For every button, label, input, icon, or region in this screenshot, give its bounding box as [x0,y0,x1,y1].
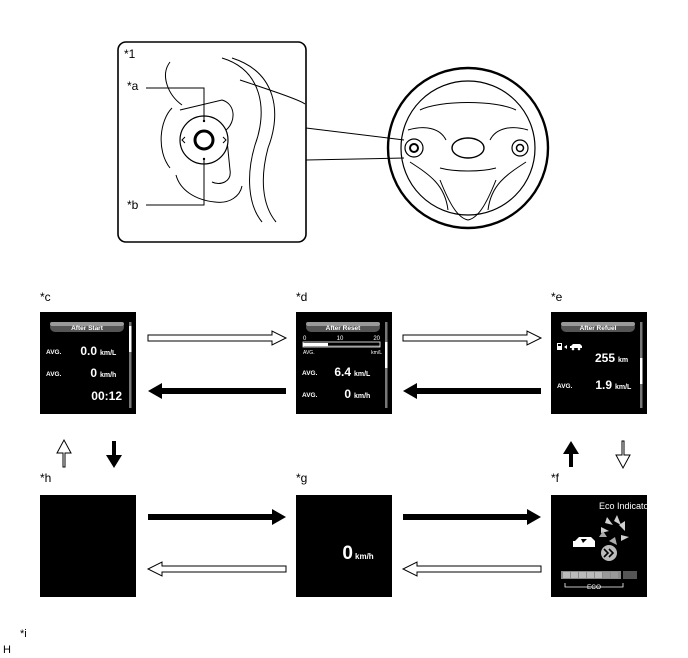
arrow-g-to-f [403,509,541,525]
arrow-f-to-e [563,441,579,467]
row1-value: 0.0 [80,344,97,358]
screen-blank [40,495,136,597]
range-value: 255 [595,351,615,365]
screen-eco-indicator: Eco Indicator ECO [551,495,647,597]
speed-unit: km/h [355,552,374,561]
screen-title: After Reset [326,325,362,332]
screen-speed: 0 km/h [296,495,392,597]
scale-left-label: AVG. [303,350,315,356]
range-unit: km [618,357,628,364]
callout-c: *c [40,290,51,304]
callout-g: *g [296,471,308,485]
callout-a: *a [127,79,139,93]
eco-chevrons-icon [601,545,617,561]
screen-title: After Start [71,325,104,332]
row-value: 1.9 [595,378,612,392]
eco-bar [561,571,637,588]
screen-after-start: After Start AVG. 0.0 km/L AVG. 0 km/h 00… [40,312,136,414]
row1-value: 6.4 [334,365,351,379]
scale-unit: km/L [371,350,382,356]
arrow-e-to-f [615,440,631,470]
row1-unit: km/L [354,371,371,378]
arrow-h-to-c [56,438,72,468]
steering-wheel [386,66,550,230]
arrow-e-to-d [403,383,541,399]
scale-mid: 10 [337,336,344,342]
scale-min: 0 [303,336,307,342]
fuel-pump-icon [557,343,562,350]
callout-d: *d [296,290,308,304]
arrow-left-icon [564,345,567,349]
footer-code: H [3,644,11,656]
arrow-d-to-e [402,330,543,346]
row2-label: AVG. [302,392,318,399]
callout-b: *b [127,198,139,212]
arrow-f-to-g [401,561,542,577]
callout-h: *h [40,471,52,485]
row2-value: 0 [90,366,97,380]
callout-f: *f [551,471,560,485]
screen-title: Eco Indicator [599,501,647,511]
row2-value: 0 [344,387,351,401]
callout-i: *i [20,628,27,640]
zoomed-control-pad [179,115,229,165]
car-power-icon [573,537,595,547]
row2-label: AVG. [46,371,62,378]
row-label: AVG. [557,383,573,390]
elapsed-time: 00:12 [91,389,122,403]
leader-line-b [146,159,205,206]
callout-e: *e [551,290,563,304]
scale-max: 20 [373,336,380,342]
average-scale-fill [303,343,328,346]
screen-title: After Refuel [580,325,617,332]
steering-wheel-diagram [117,41,550,243]
eco-leaf-graphic [599,515,629,545]
arrow-h-to-g [148,509,286,525]
row1-label: AVG. [46,349,62,356]
arrow-c-to-d [147,330,288,346]
arrow-c-to-h [106,441,122,468]
transition-arrows [56,330,631,577]
zoomed-spoke-sketch [160,57,306,223]
wheel-right-pad [511,139,529,157]
speed-value: 0 [342,543,353,564]
car-icon [570,344,582,351]
wheel-left-pad [404,138,424,158]
arrow-g-to-h [146,561,287,577]
row2-unit: km/h [354,393,370,400]
screen-after-reset: After Reset 0 10 20 AVG. km/L AVG. 6.4 k… [296,312,392,414]
arrow-d-to-c [148,383,286,399]
eco-bar-label: ECO [587,584,601,591]
row-unit: km/L [615,384,632,391]
row1-unit: km/L [100,350,117,357]
callout-1: *1 [124,47,136,61]
screen-after-refuel: After Refuel 255 km AVG. 1.9 km/L [551,312,647,414]
leader-line-a [146,87,205,121]
row1-label: AVG. [302,370,318,377]
row2-unit: km/h [100,372,116,379]
